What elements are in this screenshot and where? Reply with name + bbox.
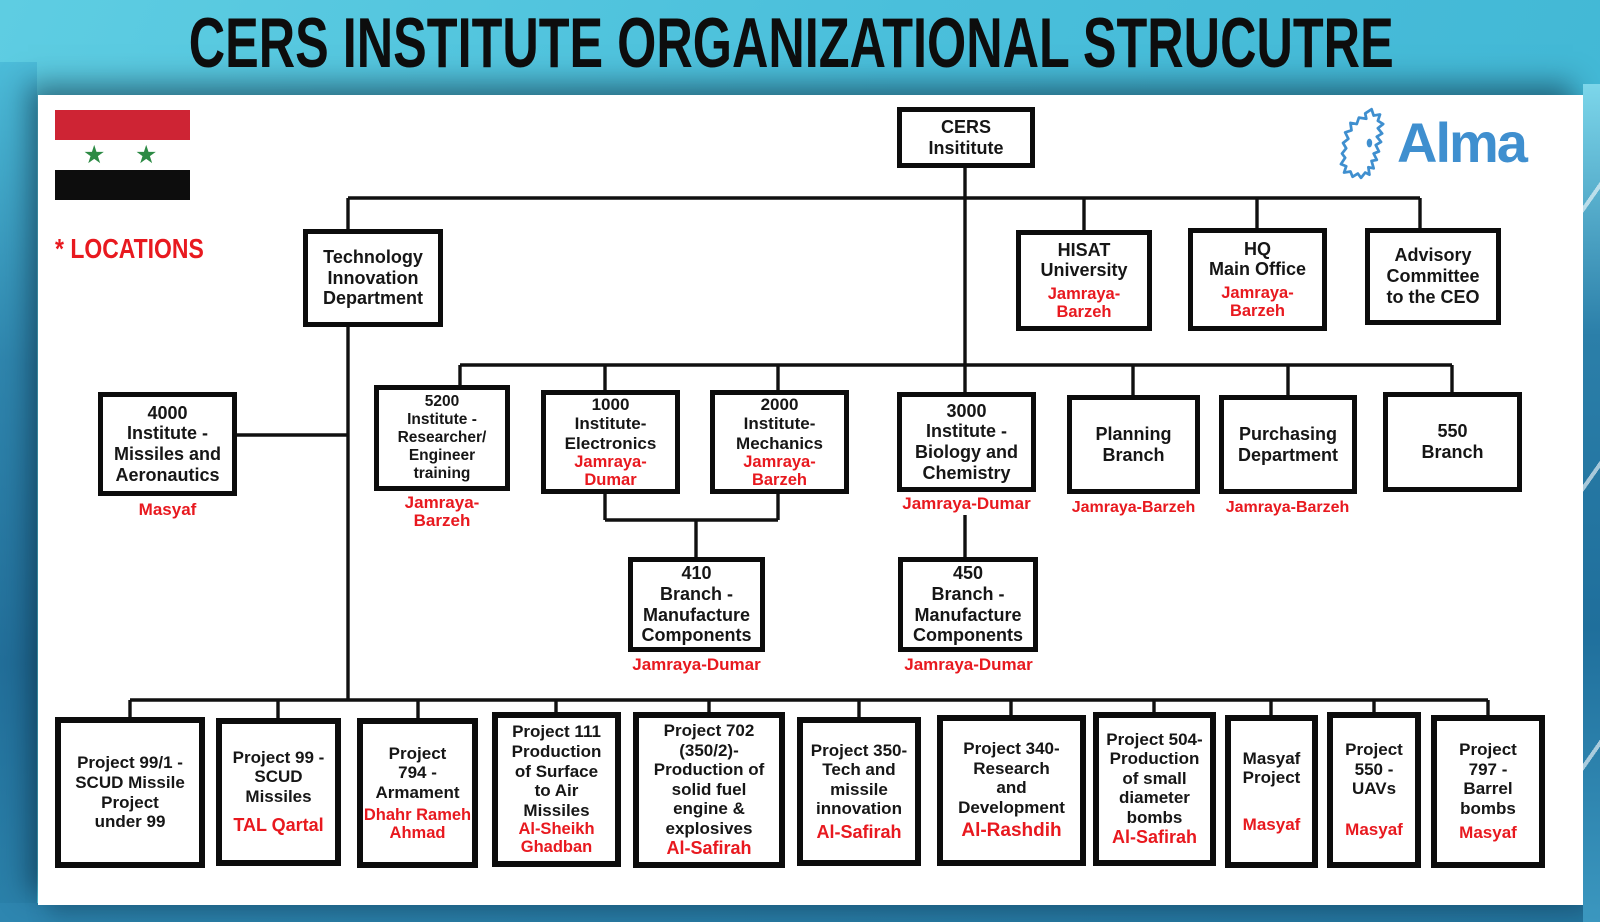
node-label: HQ Main Office xyxy=(1208,238,1306,280)
org-node-advisory-committee: Advisory Committee to the CEO xyxy=(1365,228,1501,325)
org-connector-lines xyxy=(128,168,1490,718)
org-node-hq-main-office: HQ Main Office Jamraya- Barzeh xyxy=(1188,228,1327,331)
org-node-purchasing-department: Purchasing Department xyxy=(1219,395,1357,494)
node-location: Jamraya- Dumar xyxy=(574,453,647,490)
org-node-2000-institute: 2000 Institute- Mechanics Jamraya- Barze… xyxy=(710,390,849,494)
org-node-550-branch: 550 Branch xyxy=(1383,392,1522,492)
node-label: 4000 Institute - Missiles and Aeronautic… xyxy=(113,402,222,485)
node-location: Al-Safirah xyxy=(1111,827,1198,848)
node-location: Masyaf xyxy=(138,500,197,519)
org-node-cers-institute: CERS Insititute xyxy=(897,107,1035,168)
org-node-project-702: Project 702 (350/2)- Production of solid… xyxy=(633,712,785,868)
node-label: Project 340- Research and Development xyxy=(958,738,1065,817)
node-label: CERS Insititute xyxy=(928,116,1004,158)
org-node-masyaf-project: Masyaf Project Masyaf xyxy=(1225,715,1318,868)
page-title: CERS INSTITUTE ORGANIZATIONAL STRUCUTRE xyxy=(189,3,1394,83)
node-location: Al-Sheikh Ghadban xyxy=(518,820,595,857)
node-location: Jamraya-Dumar xyxy=(904,655,1033,674)
org-node-4000-institute: 4000 Institute - Missiles and Aeronautic… xyxy=(98,392,237,496)
node-label: Project 702 (350/2)- Production of solid… xyxy=(653,720,765,838)
flag-red-stripe xyxy=(55,110,190,140)
node-location: Al-Rashdih xyxy=(961,820,1062,842)
page-title-wrap: CERS INSTITUTE ORGANIZATIONAL STRUCUTRE xyxy=(0,2,1583,82)
node-label: Masyaf Project xyxy=(1242,748,1301,788)
node-location: Dhahr Rameh Ahmad xyxy=(363,806,472,843)
node-location: Jamraya-Dumar xyxy=(632,655,761,674)
right-edge-band xyxy=(1583,84,1600,922)
org-node-project-504: Project 504- Production of small diamete… xyxy=(1093,712,1216,866)
flag-star-icon: ★ xyxy=(135,141,158,169)
node-location: Al-Safirah xyxy=(666,838,752,859)
node-label: Project 797 - Barrel bombs xyxy=(1459,740,1517,818)
node-location: Jamraya-Dumar xyxy=(902,494,1031,513)
flag-star-icon: ★ xyxy=(83,141,106,169)
node-label: 450 Branch - Manufacture Components xyxy=(913,563,1023,646)
node-label: Purchasing Department xyxy=(1237,423,1339,465)
node-label: Project 350- Tech and missile innovation xyxy=(810,740,908,819)
org-node-project-550: Project 550 - UAVs Masyaf xyxy=(1327,712,1421,868)
org-node-project-794: Project 794 - Armament Dhahr Rameh Ahmad xyxy=(357,718,478,868)
org-node-hisat-university: HISAT University Jamraya- Barzeh xyxy=(1016,230,1152,331)
org-node-3000-institute: 3000 Institute - Biology and Chemistry xyxy=(897,392,1036,492)
alma-logo-text: Alma xyxy=(1397,111,1528,174)
alma-logo: Alma xyxy=(1325,105,1528,181)
flag-white-stripe: ★ ★ xyxy=(55,140,190,170)
node-location: Al-Safirah xyxy=(816,821,902,842)
node-label: 2000 Institute- Mechanics xyxy=(736,394,823,453)
org-node-project-340: Project 340- Research and Development Al… xyxy=(937,715,1086,866)
node-label: Project 99/1 - SCUD Missile Project unde… xyxy=(75,753,185,832)
org-node-project-99: Project 99 - SCUD Missiles TAL Qartal xyxy=(216,718,341,866)
node-location: Jamraya-Barzeh xyxy=(1071,499,1196,516)
org-node-410-branch: 410 Branch - Manufacture Components xyxy=(628,557,765,652)
org-node-5200-institute: 5200 Institute - Researcher/ Engineer tr… xyxy=(374,385,510,491)
org-node-1000-institute: 1000 Institute- Electronics Jamraya- Dum… xyxy=(541,390,680,494)
org-node-planning-branch: Planning Branch xyxy=(1067,395,1200,494)
node-label: Project 794 - Armament xyxy=(375,743,460,802)
left-edge-band xyxy=(0,62,37,922)
node-label: 550 Branch xyxy=(1421,421,1484,462)
node-location: Masyaf xyxy=(1242,814,1301,834)
node-label: 410 Branch - Manufacture Components xyxy=(641,563,752,646)
node-location: Jamraya- Barzeh xyxy=(404,493,480,531)
syria-flag-icon: ★ ★ xyxy=(55,110,190,200)
node-location: Masyaf xyxy=(1459,823,1517,843)
node-location: Jamraya-Barzeh xyxy=(1225,499,1350,516)
org-node-technology-innovation-department: Technology Innovation Department xyxy=(303,229,443,327)
chart-panel: ★ ★ * LOCATIONS Alma CERS Insititute Tec… xyxy=(38,95,1583,905)
node-label: Planning Branch xyxy=(1095,423,1172,465)
node-location: Masyaf xyxy=(1345,819,1403,839)
node-label: 5200 Institute - Researcher/ Engineer tr… xyxy=(397,393,487,482)
node-label: Technology Innovation Department xyxy=(322,246,424,309)
node-label: HISAT University xyxy=(1040,239,1128,281)
bottom-edge-band xyxy=(0,903,1600,922)
node-label: Project 504- Production of small diamete… xyxy=(1106,729,1203,827)
node-location: Jamraya- Barzeh xyxy=(1047,285,1121,322)
node-label: 3000 Institute - Biology and Chemistry xyxy=(915,400,1018,483)
locations-legend: * LOCATIONS xyxy=(55,233,204,264)
node-location: TAL Qartal xyxy=(233,815,324,836)
node-label: Project 111 Production of Surface to Air… xyxy=(511,722,602,820)
org-node-project-350: Project 350- Tech and missile innovation… xyxy=(797,717,921,866)
alma-map-icon xyxy=(1339,107,1385,180)
node-location: Jamraya- Barzeh xyxy=(743,453,816,490)
node-label: Project 99 - SCUD Missiles xyxy=(232,747,325,806)
org-node-project-111: Project 111 Production of Surface to Air… xyxy=(492,712,621,867)
node-location: Jamraya- Barzeh xyxy=(1221,284,1294,321)
node-label: 1000 Institute- Electronics xyxy=(564,394,657,453)
node-label: Advisory Committee to the CEO xyxy=(1386,245,1480,307)
org-node-project-99-1: Project 99/1 - SCUD Missile Project unde… xyxy=(55,717,205,868)
flag-black-stripe xyxy=(55,170,190,200)
org-node-project-797: Project 797 - Barrel bombs Masyaf xyxy=(1431,715,1545,868)
node-label: Project 550 - UAVs xyxy=(1345,740,1403,799)
org-node-450-branch: 450 Branch - Manufacture Components xyxy=(898,557,1038,652)
